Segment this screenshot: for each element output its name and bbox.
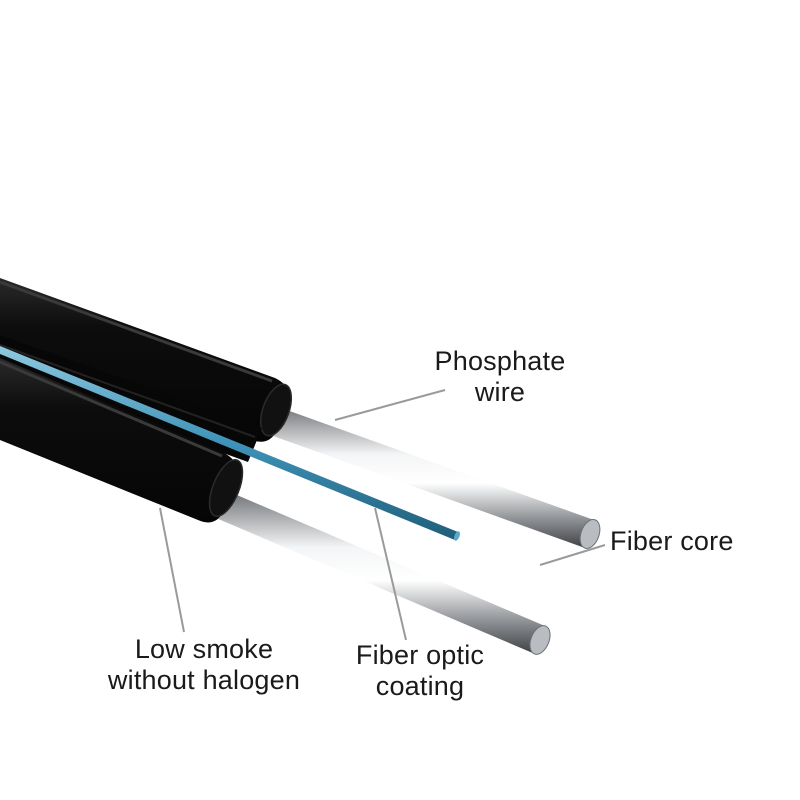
label-phosphate-line1: Phosphate (434, 346, 566, 376)
label-low-smoke-halogen: Low smoke without halogen (84, 634, 324, 696)
fiber-optic-coating (0, 346, 460, 541)
leader-lines (159, 389, 606, 641)
upper-jacket (0, 278, 293, 442)
label-coating-line1: Fiber optic (355, 640, 485, 670)
label-phosphate-line2: wire (474, 377, 526, 407)
lower-jacket (0, 358, 244, 523)
leader-coating (374, 507, 407, 641)
label-lsoh-line1: Low smoke (134, 634, 274, 664)
leader-phosphate (334, 389, 446, 421)
label-phosphate-wire: Phosphate wire (420, 346, 580, 408)
label-fiber-core: Fiber core (610, 526, 734, 557)
upper-phosphate-wire (262, 404, 601, 549)
leader-lsoh (159, 507, 185, 633)
label-lsoh-line2: without halogen (107, 665, 301, 695)
leader-core (539, 544, 606, 566)
lower-phosphate-wire (216, 490, 551, 655)
label-fiber-core-text: Fiber core (610, 526, 734, 556)
label-fiber-optic-coating: Fiber optic coating (340, 640, 500, 702)
label-coating-line2: coating (375, 671, 465, 701)
